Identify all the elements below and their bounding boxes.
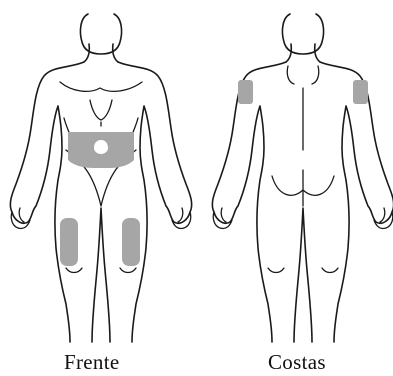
back-figure	[212, 14, 393, 342]
front-figure	[10, 14, 191, 342]
front-neck	[84, 44, 118, 62]
front-head	[80, 14, 121, 54]
front-right-thigh-injection-area	[122, 218, 140, 266]
front-inner-legs	[92, 208, 110, 342]
back-left-arm-injection-area	[238, 80, 253, 104]
front-body-outline-left	[10, 62, 84, 342]
back-buttocks	[272, 170, 334, 206]
front-chest	[60, 82, 142, 91]
back-head	[282, 14, 323, 54]
back-knees	[268, 268, 338, 273]
front-left-thigh-injection-area	[60, 218, 78, 266]
back-inner-legs	[294, 208, 312, 342]
back-right-arm-injection-area	[353, 80, 368, 104]
front-body-outline-right	[118, 62, 192, 342]
front-caption: Frente	[64, 350, 119, 375]
back-shoulder-blades	[287, 66, 319, 150]
back-caption: Costas	[268, 350, 326, 375]
front-abdomen-injection-area	[68, 132, 134, 168]
front-knees	[66, 268, 136, 273]
back-neck	[286, 44, 320, 62]
